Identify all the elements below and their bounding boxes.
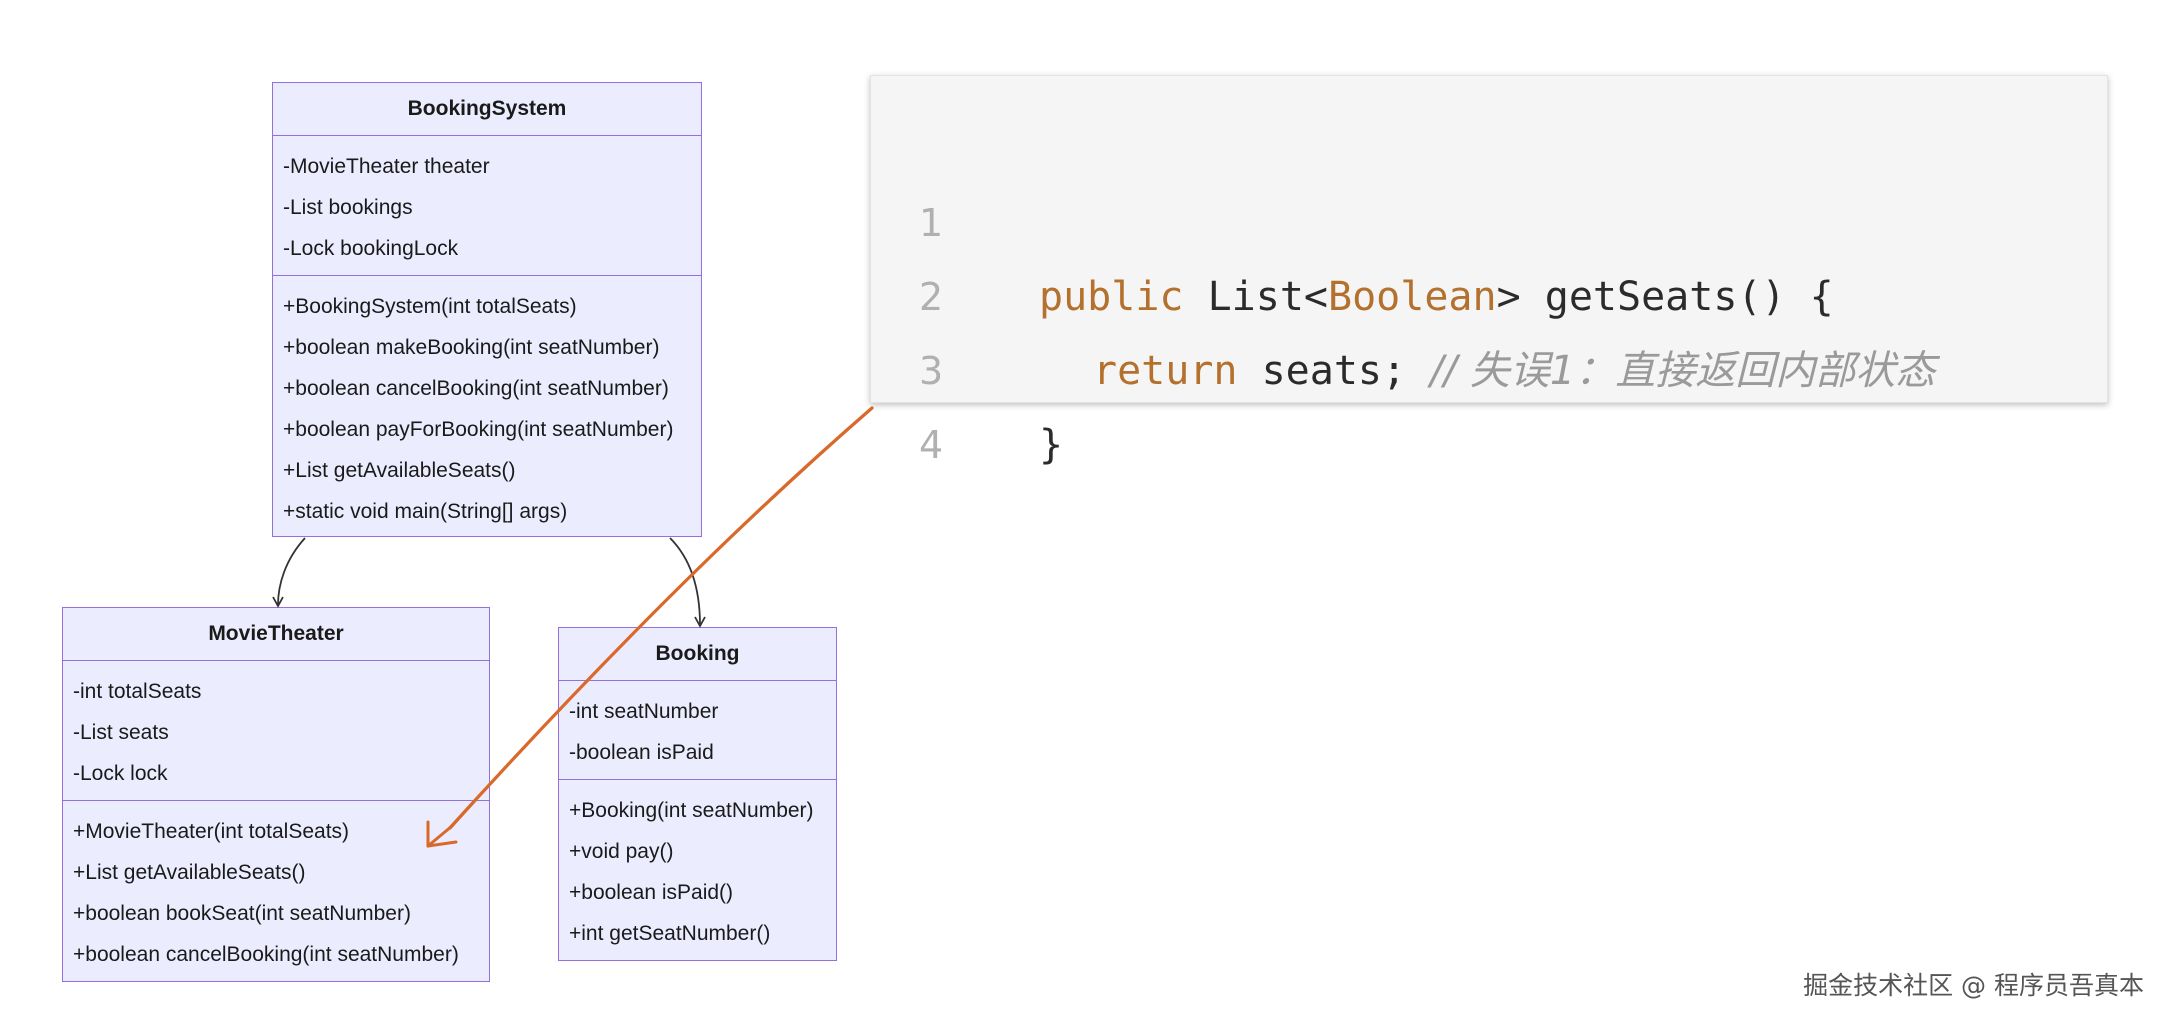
class-name: BookingSystem xyxy=(273,83,701,136)
attribute: -List bookings xyxy=(283,196,413,219)
methods-section: +Booking(int seatNumber) +void pay() +bo… xyxy=(559,779,836,960)
methods-section: +MovieTheater(int totalSeats) +List getA… xyxy=(63,800,489,981)
code-line: 4 xyxy=(871,334,2107,467)
watermark: 掘金技术社区 @ 程序员吾真本 xyxy=(1803,971,2144,1000)
attribute: -List seats xyxy=(73,721,169,744)
method: +boolean makeBooking(int seatNumber) xyxy=(283,336,660,359)
attributes-section: -int totalSeats -List seats -Lock lock xyxy=(63,661,489,800)
code-token: List< xyxy=(1183,274,1328,320)
attributes-section: -MovieTheater theater -List bookings -Lo… xyxy=(273,136,701,275)
attribute: -MovieTheater theater xyxy=(283,155,490,178)
method: +MovieTheater(int totalSeats) xyxy=(73,820,350,843)
attribute: -int totalSeats xyxy=(73,680,202,703)
methods-section: +BookingSystem(int totalSeats) +boolean … xyxy=(273,275,701,538)
line-number: 2 xyxy=(919,275,944,319)
code-text: return seats; // 失误1：直接返回内部状态 xyxy=(1093,334,1935,408)
method: +boolean isPaid() xyxy=(569,881,734,904)
class-box-booking-system: BookingSystem -MovieTheater theater -Lis… xyxy=(272,82,702,537)
code-token: > getSeats() { xyxy=(1496,274,1834,320)
method: +BookingSystem(int totalSeats) xyxy=(283,295,577,318)
attribute: -boolean isPaid xyxy=(569,741,714,764)
method: +boolean cancelBooking(int seatNumber) xyxy=(73,943,459,966)
method: +boolean cancelBooking(int seatNumber) xyxy=(283,377,669,400)
code-snippet-panel: 1 public List<Boolean> getSeats() { 2 re… xyxy=(870,75,2108,468)
association-arrow-movie-theater xyxy=(272,537,306,608)
method: +boolean payForBooking(int seatNumber) xyxy=(283,418,674,441)
code-line: 2 return seats; // 失误1：直接返回内部状态 xyxy=(871,186,2107,394)
keyword: public xyxy=(1039,274,1184,320)
method: +int getSeatNumber() xyxy=(569,922,771,945)
code-line: 3 } xyxy=(871,260,2107,468)
class-box-movie-theater: MovieTheater -int totalSeats -List seats… xyxy=(62,607,490,982)
annotation-arrow xyxy=(426,406,874,848)
type-name: Boolean xyxy=(1328,274,1497,320)
keyword: return xyxy=(1093,348,1238,394)
method: +List getAvailableSeats() xyxy=(283,459,516,482)
method: +Booking(int seatNumber) xyxy=(569,799,814,822)
class-box-booking: Booking -int seatNumber -boolean isPaid … xyxy=(558,627,837,961)
method: +void pay() xyxy=(569,840,674,863)
attribute: -int seatNumber xyxy=(569,700,719,723)
method: +static void main(String[] args) xyxy=(283,500,568,523)
attribute: -Lock lock xyxy=(73,762,168,785)
code-text: } xyxy=(1039,422,1064,468)
line-number: 3 xyxy=(919,349,944,393)
line-number: 1 xyxy=(919,201,944,245)
code-line: 1 public List<Boolean> getSeats() { xyxy=(871,112,2107,320)
method: +List getAvailableSeats() xyxy=(73,861,306,884)
class-name: Booking xyxy=(559,628,836,681)
code-text: public List<Boolean> getSeats() { xyxy=(1039,260,1834,334)
line-number: 4 xyxy=(919,423,944,467)
code-token: seats; xyxy=(1237,348,1431,394)
code-comment: // 失误1：直接返回内部状态 xyxy=(1430,348,1936,394)
attributes-section: -int seatNumber -boolean isPaid xyxy=(559,681,836,779)
attribute: -Lock bookingLock xyxy=(283,237,459,260)
class-name: MovieTheater xyxy=(63,608,489,661)
association-arrow-booking xyxy=(669,537,706,628)
method: +boolean bookSeat(int seatNumber) xyxy=(73,902,411,925)
